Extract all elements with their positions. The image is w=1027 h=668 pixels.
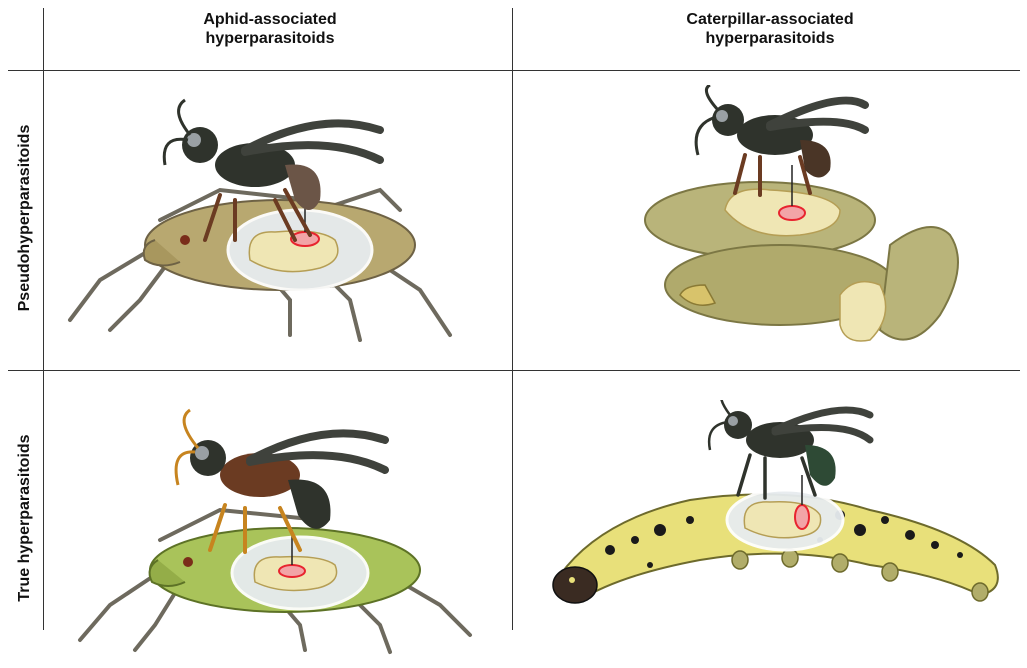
wasp (696, 85, 865, 195)
illustration-aphid-pseudohyperparasitoid (60, 90, 490, 360)
wasp (709, 400, 870, 498)
column-header-caterpillar: Caterpillar-associated hyperparasitoids (620, 10, 920, 48)
grid-vertical-left (43, 8, 44, 630)
row-label-pseudohyperparasitoids: Pseudohyperparasitoids (16, 68, 36, 368)
caterpillar-head (553, 567, 597, 603)
larva-emerging-right (840, 282, 886, 341)
grid-horizontal-top (8, 70, 1020, 71)
grid-horizontal-middle (8, 370, 1020, 371)
egg (779, 206, 805, 220)
illustration-aphid-true-hyperparasitoid (60, 390, 490, 655)
aphid-eye (180, 235, 190, 245)
column-header-caterpillar-line2: hyperparasitoids (620, 29, 920, 48)
column-header-aphid-line1: Aphid-associated (120, 10, 420, 29)
aphid-eye (183, 557, 193, 567)
egg (795, 505, 809, 529)
row-label-true-hyperparasitoids: True hyperparasitoids (16, 368, 36, 668)
illustration-caterpillar-true-hyperparasitoid (540, 400, 1020, 615)
cocoon-right (880, 227, 958, 340)
column-header-aphid-line2: hyperparasitoids (120, 29, 420, 48)
grid-vertical-middle (512, 8, 513, 630)
egg (279, 565, 305, 577)
illustration-caterpillar-pseudohyperparasitoid (640, 85, 1020, 355)
column-header-caterpillar-line1: Caterpillar-associated (620, 10, 920, 29)
column-header-aphid: Aphid-associated hyperparasitoids (120, 10, 420, 48)
